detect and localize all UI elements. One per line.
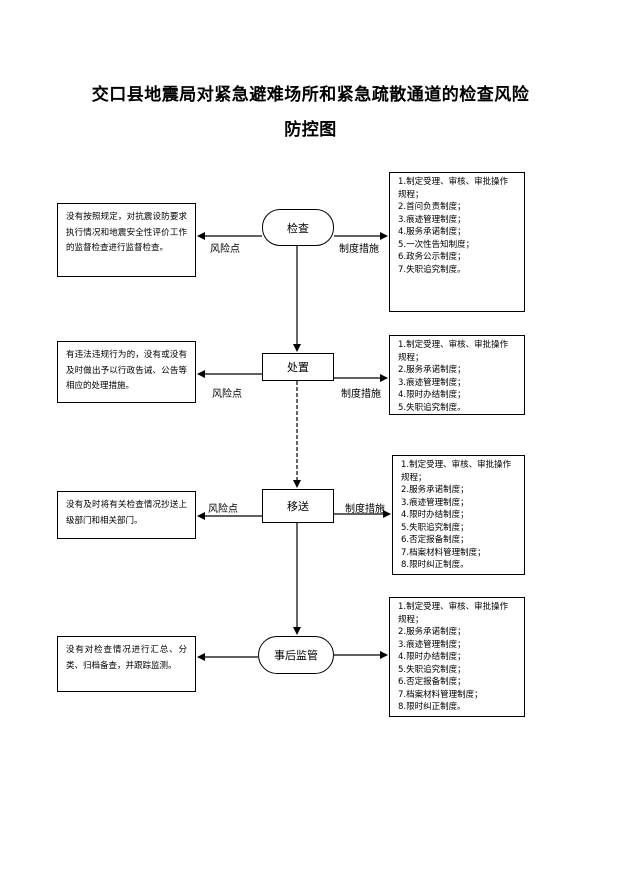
measure-item: 8.限时纠正制度。 xyxy=(398,702,466,712)
measure-item: 4.限时办结制度； xyxy=(398,390,466,400)
node-check: 检查 xyxy=(262,209,334,246)
measure-item: 1.制定受理、审核、审批操作规程； xyxy=(398,602,509,625)
risk-text-handle: 有违法违规行为的，没有或没有及时做出予以行政告诫、公告等相应的处理措施。 xyxy=(66,350,187,391)
risk-label-transfer: 风险点 xyxy=(208,504,238,515)
measure-item: 4.服务承诺制度； xyxy=(398,227,466,237)
risk-box-supervision: 没有对检查情况进行汇总、分类、归档备查，并跟踪监测。 xyxy=(57,636,196,692)
measure-item: 7.档案材料管理制度； xyxy=(398,689,483,700)
risk-text-transfer: 没有及时将有关检查情况抄送上级部门和相关部门。 xyxy=(66,500,187,526)
measure-item: 3.痕迹管理制度； xyxy=(398,377,466,388)
measure-item: 1.制定受理、审核、审批操作规程； xyxy=(401,460,512,483)
node-transfer: 移送 xyxy=(262,489,334,523)
measure-item: 6.否定报备制度； xyxy=(401,535,469,545)
node-check-label: 检查 xyxy=(287,221,309,235)
measure-item: 1.制定受理、审核、审批操作规程； xyxy=(398,177,509,200)
measure-box-supervision: 1.制定受理、审核、审批操作规程； 2.服务承诺制度； 3.痕迹管理制度； 4.… xyxy=(389,597,525,717)
measure-item: 5.失职追究制度； xyxy=(398,664,466,675)
risk-box-transfer: 没有及时将有关检查情况抄送上级部门和相关部门。 xyxy=(57,491,196,539)
measure-item: 5.失职追究制度； xyxy=(401,522,469,533)
measure-box-handle: 1.制定受理、审核、审批操作规程； 2.服务承诺制度； 3.痕迹管理制度； 4.… xyxy=(389,335,525,415)
measure-label-handle: 制度措施 xyxy=(341,389,381,400)
measure-item: 7.失职追究制度。 xyxy=(398,264,466,275)
risk-box-handle: 有违法违规行为的，没有或没有及时做出予以行政告诫、公告等相应的处理措施。 xyxy=(57,341,196,403)
node-handle: 处置 xyxy=(262,353,334,381)
measure-item: 2.服务承诺制度； xyxy=(401,485,469,495)
measure-box-transfer: 1.制定受理、审核、审批操作规程； 2.服务承诺制度； 3.痕迹管理制度； 4.… xyxy=(392,455,525,575)
measure-item: 8.限时纠正制度。 xyxy=(401,560,469,570)
measure-item: 4.限时办结制度； xyxy=(401,510,469,520)
node-supervision-label: 事后监管 xyxy=(274,649,318,662)
page-title-line-2: 防控图 xyxy=(284,120,337,140)
risk-box-check: 没有按照规定，对抗震设防要求执行情况和地震安全性评价工作的监督检查进行监督检查。 xyxy=(57,203,196,277)
measure-item: 2.服务承诺制度； xyxy=(398,365,466,375)
node-supervision: 事后监管 xyxy=(258,636,334,674)
measure-item: 2.服务承诺制度； xyxy=(398,627,466,637)
risk-text-check: 没有按照规定，对抗震设防要求执行情况和地震安全性评价工作的监督检查进行监督检查。 xyxy=(66,212,187,253)
measure-item: 2.首问负责制度； xyxy=(398,202,466,212)
node-handle-label: 处置 xyxy=(287,361,309,374)
risk-label-check: 风险点 xyxy=(210,244,240,255)
measure-item: 6.否定报备制度； xyxy=(398,677,466,687)
measure-item: 6.政务公示制度； xyxy=(398,252,466,262)
measure-label-transfer: 制度措施 xyxy=(345,504,385,515)
measure-item: 5.一次性告知制度； xyxy=(398,239,475,250)
measure-item: 3.痕迹管理制度； xyxy=(398,214,466,225)
measure-item: 7.档案材料管理制度； xyxy=(401,547,486,558)
measure-item: 3.痕迹管理制度； xyxy=(398,639,466,650)
measure-item: 3.痕迹管理制度； xyxy=(401,497,469,508)
measure-item: 5.失职追究制度。 xyxy=(398,402,466,413)
measure-item: 1.制定受理、审核、审批操作规程； xyxy=(398,340,509,363)
risk-label-handle: 风险点 xyxy=(212,389,242,400)
page-title-line-1: 交口县地震局对紧急避难场所和紧急疏散通道的检查风险 xyxy=(91,85,530,105)
measure-label-check: 制度措施 xyxy=(339,244,379,255)
risk-text-supervision: 没有对检查情况进行汇总、分类、归档备查，并跟踪监测。 xyxy=(66,645,187,671)
measure-box-check: 1.制定受理、审核、审批操作规程； 2.首问负责制度； 3.痕迹管理制度； 4.… xyxy=(389,172,525,312)
node-transfer-label: 移送 xyxy=(287,500,309,513)
measure-item: 4.限时办结制度； xyxy=(398,652,466,662)
